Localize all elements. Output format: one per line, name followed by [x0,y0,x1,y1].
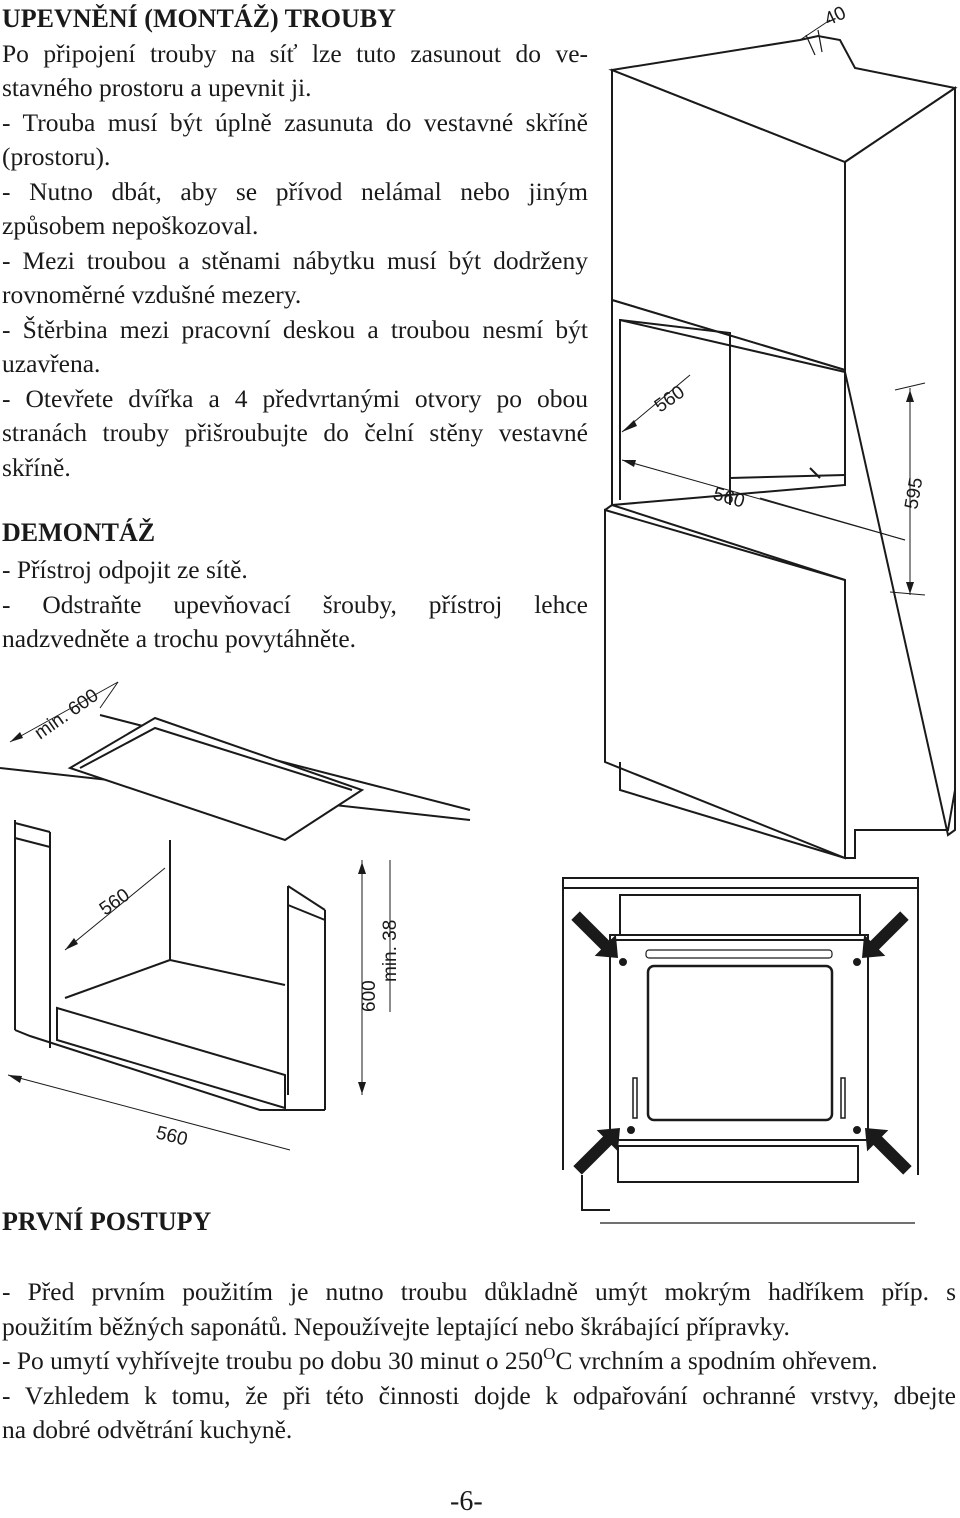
dim-600-label: 600 [359,980,380,1012]
mounting-line-13: skříně. [2,453,71,482]
tall-cabinet-diagram: 40 560 560 595 [604,3,958,860]
first-steps-line-5: na dobré odvětrání kuchyně. [2,1415,293,1444]
mounting-line-4: (prostoru). [2,142,111,171]
arrow-bottom-right-icon [865,1128,912,1175]
first-steps-title: PRVNÍ POSTUPY [2,1207,212,1236]
mounting-line-11: - Otevřete dvířka a 4 předvrtanými otvor… [2,384,588,413]
mounting-line-8: rovnoměrné vzdušné mezery. [2,280,302,309]
dim-40-label: 40 [821,3,849,31]
lower-cabinet-front [604,508,846,860]
mounting-line-12: stranách trouby přišroubujte do čelní st… [2,418,588,447]
first-steps-line-3: - Po umytí vyhřívejte troubu po dobu 30 … [2,1344,878,1382]
first-steps-line-4: - Vzhledem k tomu, že při této činnosti … [2,1381,956,1410]
degree-symbol: O [543,1344,556,1363]
first-steps-line-2: použitím běžných saponátů. Nepoužívejte … [2,1312,790,1341]
first-steps-line-1: - Před prvním použitím je nutno troubu d… [2,1277,956,1306]
mounting-line-10: uzavřena. [2,349,101,378]
arrow-top-right-icon [862,911,909,958]
dim-min-38-label: min. 38 [380,920,401,982]
arrow-top-left-icon [571,911,618,958]
page-number: -6- [450,1486,483,1517]
mounting-line-9: - Štěrbina mezi pracovní deskou a troubo… [2,315,588,344]
mounting-line-6: způsobem nepoškozoval. [2,211,259,240]
dismount-line-1: - Přístroj odpojit ze sítě. [2,555,248,584]
under-counter-diagram: min. 600 560 600 min. 38 560 [0,681,471,1151]
mounting-title: UPEVNĚNÍ (MONTÁŽ) TROUBY [2,4,396,33]
oven-niche [611,298,846,507]
mounting-line-7: - Mezi troubou a stěnami nábytku musí bý… [2,246,588,275]
mounting-line-1: Po připojení trouby na síť lze tuto zasu… [2,39,588,68]
dim-min-600-label: min. 600 [31,685,103,744]
upper-cabinet-side [844,86,956,837]
first-steps-line-3-post: C vrchním a spodním ohřevem. [555,1346,878,1375]
screw-top-left [619,958,627,966]
arrow-bottom-left-icon [573,1128,620,1175]
screw-bottom-left [627,1126,635,1134]
dismount-line-3: nadzvedněte a trochu povytáhněte. [2,624,357,653]
mounting-line-2: stavného prostoru a upevnit ji. [2,73,312,102]
dismount-title: DEMONTÁŽ [2,518,156,547]
cabinet-bottom-strip [56,1006,286,1110]
oven-window [646,964,834,1122]
dim-width-label: 560 [154,1122,190,1150]
oven-drawer [617,1145,859,1183]
screw-top-right [853,958,861,966]
dim-niche-depth-label: 560 [96,885,134,920]
countertop-cutout [67,716,365,842]
mounting-line-5: - Nutno dbát, aby se přívod nelámal nebo… [2,177,588,206]
screw-bottom-right [853,1126,861,1134]
first-steps-line-3-pre: - Po umytí vyhřívejte troubu po dobu 30 … [2,1346,544,1375]
mounting-line-3: - Trouba musí být úplně zasunuta do vest… [2,108,588,137]
oven-front-diagram [562,877,919,1224]
oven-top-panel [619,894,861,936]
dismount-line-2: - Odstraňte upevňovací šrouby, přístroj … [2,590,588,619]
